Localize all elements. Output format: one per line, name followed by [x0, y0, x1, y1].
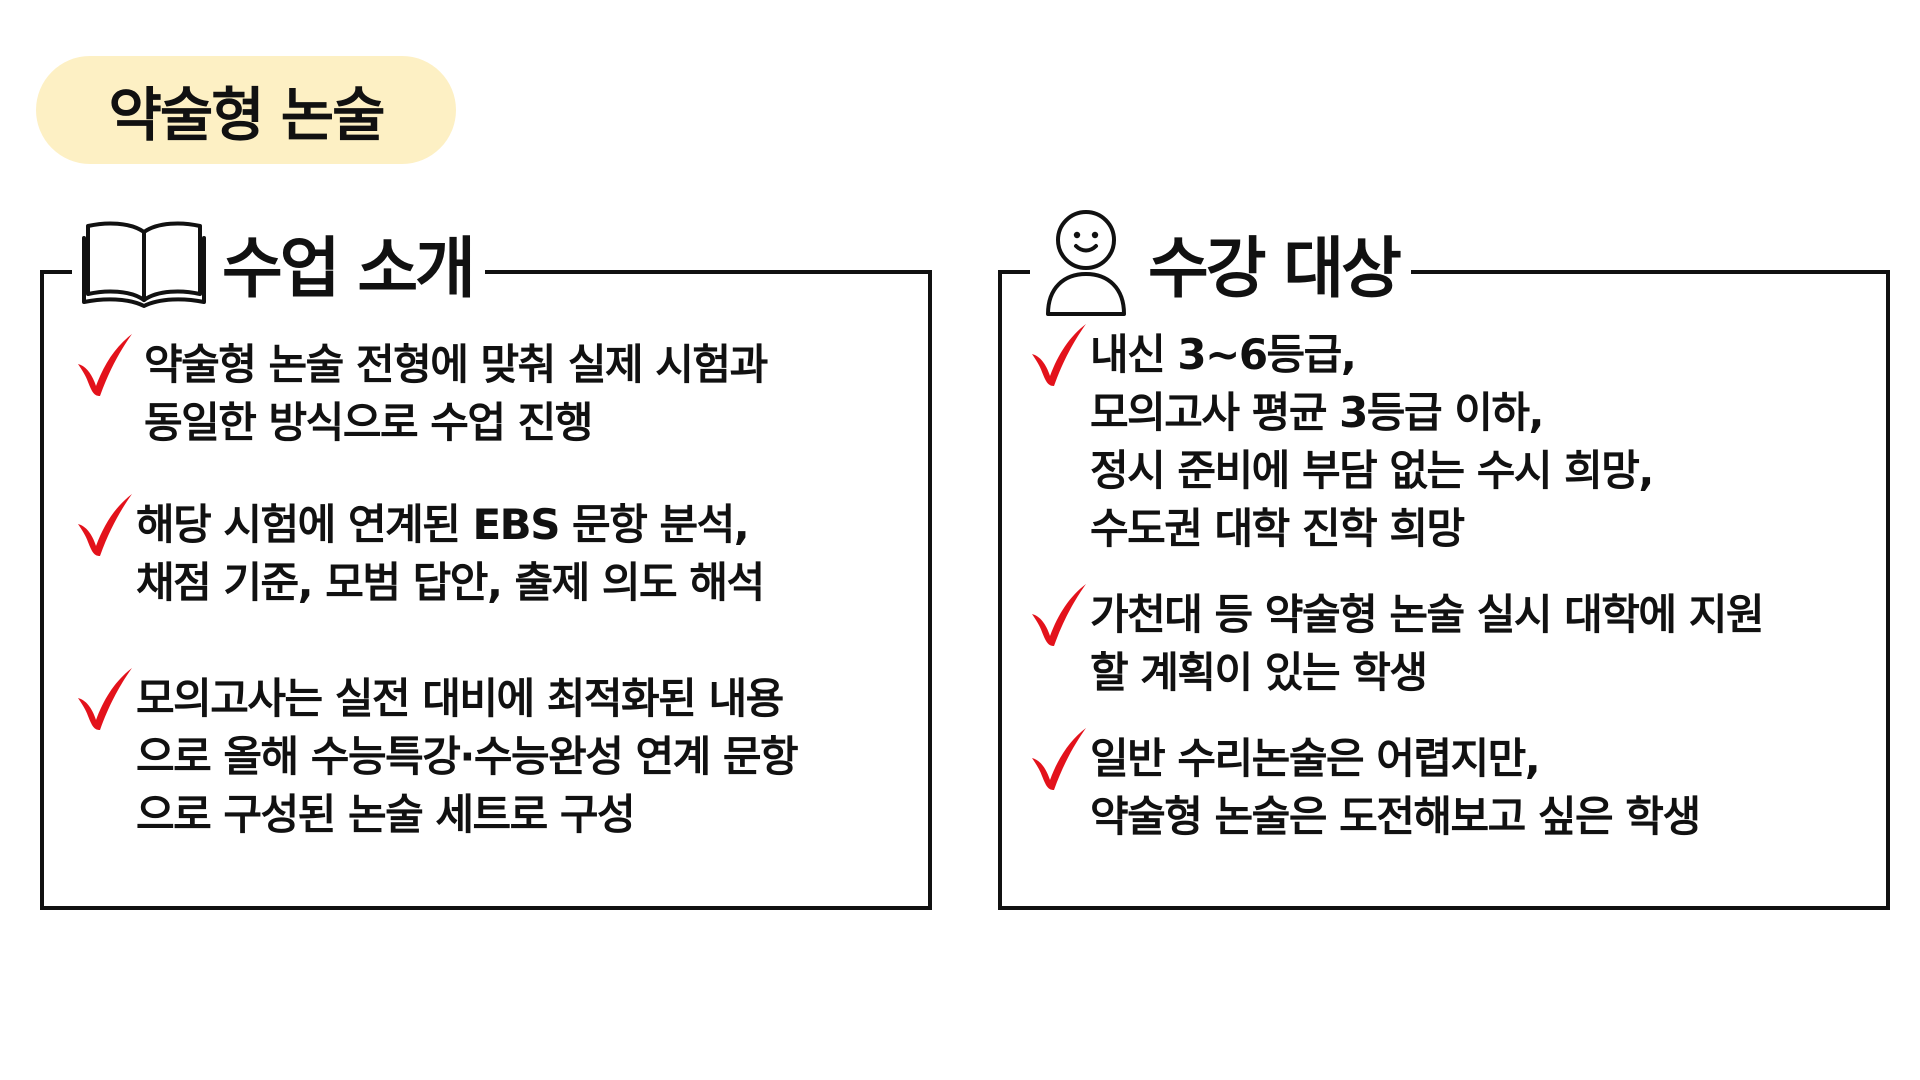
list-item-line: 일반 수리논술은 어렵지만,: [1090, 734, 1541, 783]
list-item-line: 으로 구성된 논술 세트로 구성: [136, 790, 636, 839]
list-item-line: 해당 시험에 연계된 EBS 문항 분석,: [136, 500, 750, 549]
check-mark-icon: [78, 494, 132, 556]
open-book-icon: [80, 218, 208, 308]
list-item-line: 할 계획이 있는 학생: [1090, 648, 1428, 697]
list-item-line: 으로 올해 수능특강·수능완성 연계 문항: [136, 732, 799, 781]
list-item-line: 정시 준비에 부담 없는 수시 희망,: [1090, 446, 1654, 495]
intro-panel: 수업 소개 약술형 논술 전형에 맞춰 실제 시험과 동일한 방식으로 수업 진…: [40, 208, 932, 910]
intro-title: 수업 소개: [222, 230, 476, 307]
list-item-line: 동일한 방식으로 수업 진행: [144, 398, 593, 447]
title-badge: 약술형 논술: [36, 56, 456, 164]
check-mark-icon: [1032, 584, 1086, 646]
check-mark-icon: [1032, 728, 1086, 790]
check-mark-icon: [78, 668, 132, 730]
target-panel: 수강 대상 내신 3~6등급, 모의고사 평균 3등급 이하, 정시 준비에 부…: [998, 208, 1890, 910]
list-item-line: 내신 3~6등급,: [1090, 330, 1357, 379]
list-item-line: 가천대 등 약술형 논술 실시 대학에 지원: [1090, 590, 1764, 639]
title-badge-label: 약술형 논술: [108, 81, 386, 149]
list-item-line: 채점 기준, 모범 답안, 출제 의도 해석: [136, 558, 765, 607]
list-item-line: 약술형 논술은 도전해보고 싶은 학생: [1090, 792, 1701, 841]
list-item: 일반 수리논술은 어렵지만, 약술형 논술은 도전해보고 싶은 학생: [1028, 728, 1701, 846]
check-mark-icon: [78, 334, 132, 396]
list-item: 내신 3~6등급, 모의고사 평균 3등급 이하, 정시 준비에 부담 없는 수…: [1028, 324, 1654, 558]
list-item-line: 약술형 논술 전형에 맞춰 실제 시험과: [144, 340, 768, 389]
check-mark-icon: [1032, 324, 1086, 386]
list-item: 가천대 등 약술형 논술 실시 대학에 지원 할 계획이 있는 학생: [1028, 584, 1764, 702]
target-title: 수강 대상: [1148, 230, 1402, 307]
list-item-line: 수도권 대학 진학 희망: [1090, 504, 1465, 553]
smiling-person-icon: [1038, 208, 1134, 318]
target-panel-header: 수강 대상: [1030, 208, 1411, 318]
intro-panel-header: 수업 소개: [72, 208, 485, 318]
list-item-line: 모의고사 평균 3등급 이하,: [1090, 388, 1544, 437]
list-item: 모의고사는 실전 대비에 최적화된 내용 으로 올해 수능특강·수능완성 연계 …: [74, 668, 799, 844]
list-item: 약술형 논술 전형에 맞춰 실제 시험과 동일한 방식으로 수업 진행: [74, 334, 768, 452]
list-item: 해당 시험에 연계된 EBS 문항 분석, 채점 기준, 모범 답안, 출제 의…: [74, 494, 765, 612]
list-item-line: 모의고사는 실전 대비에 최적화된 내용: [136, 674, 784, 723]
